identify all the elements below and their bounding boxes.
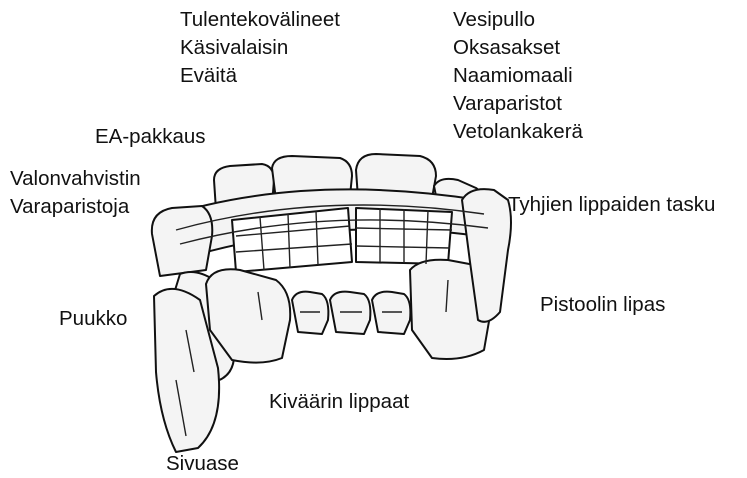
- label-pistol-mag: Pistoolin lipas: [540, 291, 665, 319]
- label-food: Eväitä: [180, 62, 340, 90]
- label-top-center: Tulentekovälineet Käsivalaisin Eväitä: [180, 6, 340, 90]
- label-rifle-mags: Kiväärin lippaat: [269, 388, 409, 416]
- label-fire-starters: Tulentekovälineet: [180, 6, 340, 34]
- label-spare-batteries: Varaparistot: [453, 90, 583, 118]
- label-top-right: Vesipullo Oksasakset Naamiomaali Varapar…: [453, 6, 583, 146]
- rifle-mag-pouch-1: [292, 292, 328, 334]
- label-first-aid: EA-pakkaus: [95, 123, 206, 151]
- label-spare-batteries-left: Varaparistoja: [10, 193, 141, 221]
- label-water-bottle: Vesipullo: [453, 6, 583, 34]
- rifle-mag-pouch-2: [330, 292, 370, 334]
- label-camo-paint: Naamiomaali: [453, 62, 583, 90]
- label-pruning-shears: Oksasakset: [453, 34, 583, 62]
- label-night-vision: Valonvahvistin: [10, 165, 141, 193]
- label-knife: Puukko: [59, 305, 127, 333]
- label-empty-mag-pouch: Tyhjien lippaiden tasku: [508, 191, 715, 219]
- label-tripwire-spool: Vetolankakerä: [453, 118, 583, 146]
- side-pouch-left: [152, 206, 212, 276]
- label-flashlight: Käsivalaisin: [180, 34, 340, 62]
- label-left: Valonvahvistin Varaparistoja: [10, 165, 141, 221]
- harness-grid-left: [232, 208, 352, 272]
- rifle-mag-pouch-3: [372, 292, 410, 334]
